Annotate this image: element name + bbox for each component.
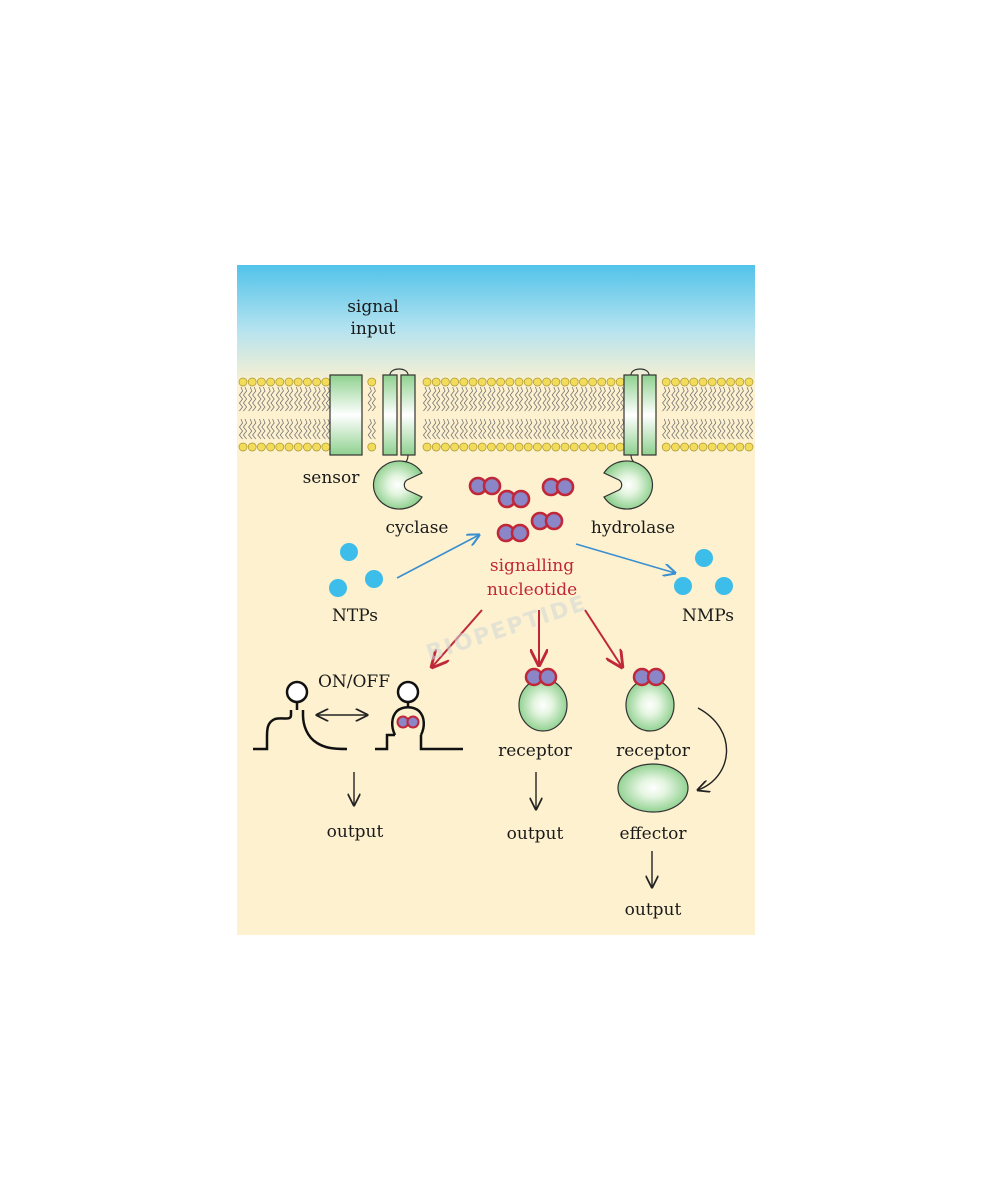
extracellular-background: [237, 265, 755, 385]
nucleotide-to-nmp-arrow: [575, 543, 675, 573]
sensor-label: sensor: [303, 468, 361, 488]
cyclase-transmembrane-protein: [382, 368, 416, 466]
red-arrow-riboswitch: [432, 609, 483, 667]
effector-protein: [617, 763, 689, 813]
hydrolase-transmembrane-protein: [623, 368, 657, 466]
lipid-bilayer: [238, 377, 754, 452]
nucleotide-monomer: [510, 523, 530, 543]
output-1-label: output: [327, 822, 384, 842]
riboswitch-on: [375, 680, 463, 751]
signal-input-label-line2: input: [350, 319, 395, 339]
receptor-1-label: receptor: [498, 741, 573, 761]
nmp-molecules: [674, 549, 733, 595]
receptor-2: [625, 667, 675, 732]
sensor-transmembrane-protein: [329, 374, 363, 456]
receptor-2-label: receptor: [616, 741, 691, 761]
nucleotide-monomer: [482, 476, 502, 496]
effector-label: effector: [620, 824, 688, 844]
ntps-label: NTPs: [332, 606, 378, 626]
receptor-to-effector-arrow: [698, 707, 728, 790]
on-off-label: ON/OFF: [318, 672, 390, 692]
ntp-to-nucleotide-arrow: [396, 535, 479, 579]
signalling-nucleotide-label-line2: nucleotide: [487, 580, 577, 600]
signalling-nucleotide-diagram: BIOPEPTIDE signal input sensor cyclase h…: [237, 265, 755, 935]
hydrolase-enzyme: [603, 460, 654, 510]
nucleotide-monomer: [555, 477, 575, 497]
receptor-1: [518, 667, 568, 732]
output-3-label: output: [625, 900, 682, 920]
cyclase-enzyme: [372, 460, 423, 510]
signal-input-label-line1: signal: [347, 297, 399, 317]
red-arrow-receptor-effector: [584, 609, 622, 667]
hydrolase-label: hydrolase: [591, 518, 675, 538]
output-2-label: output: [507, 824, 564, 844]
nucleotide-monomer: [544, 511, 564, 531]
signalling-nucleotide-label-line1: signalling: [490, 556, 574, 576]
signalling-nucleotide-cluster: [468, 476, 575, 543]
riboswitch-off: [253, 680, 348, 751]
nmps-label: NMPs: [682, 606, 734, 626]
ntp-molecules: [329, 543, 383, 597]
cyclase-label: cyclase: [385, 518, 448, 538]
nucleotide-monomer: [511, 489, 531, 509]
